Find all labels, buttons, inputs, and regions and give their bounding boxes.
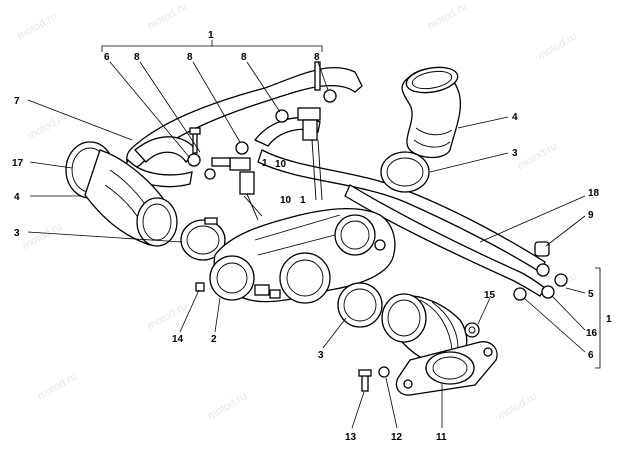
callout-13: 13 [345, 432, 357, 443]
callout-10-b: 10 [280, 195, 292, 206]
callout-9: 9 [588, 210, 594, 221]
fitting-assembly-center [187, 141, 263, 221]
fitting-assembly-right [275, 61, 337, 201]
callout-4-right: 4 [512, 112, 518, 123]
leader-lines [27, 61, 586, 429]
bracket-right [595, 267, 601, 369]
callout-6-right: 6 [588, 350, 594, 361]
callout-1-mid-b: 1 [300, 195, 306, 206]
callout-5: 5 [588, 289, 594, 300]
clamp-ring-lower [337, 282, 383, 328]
callout-11: 11 [436, 432, 447, 443]
callout-12: 12 [391, 432, 403, 443]
intake-elbow-upper-right [401, 66, 462, 159]
callout-2: 2 [211, 334, 217, 345]
callout-1-right: 1 [606, 314, 612, 325]
vacuum-hose-lower [344, 184, 546, 297]
intake-flange [395, 341, 498, 396]
watermark: motod.ru [16, 10, 60, 42]
callout-3-right: 3 [512, 148, 518, 159]
callout-3-bottom: 3 [318, 350, 324, 361]
watermark: motod.ru [536, 30, 580, 62]
throttle-body [209, 207, 396, 304]
callout-16: 16 [586, 328, 598, 339]
watermark: motod.ru [496, 390, 540, 422]
callout-1-mid-a: 1 [262, 158, 268, 169]
callout-10-a: 10 [275, 159, 287, 170]
watermark: motod.ru [146, 300, 190, 332]
watermark: motod.ru [36, 370, 80, 402]
callout-8-d: 8 [314, 52, 320, 63]
watermark: motod.ru [426, 0, 470, 32]
callout-7: 7 [14, 96, 20, 107]
callout-8-c: 8 [241, 52, 247, 63]
callout-6-top: 6 [104, 52, 110, 63]
callout-15: 15 [484, 290, 496, 301]
small-parts-lower [195, 282, 480, 392]
watermark: motod.ru [516, 140, 560, 172]
callout-18: 18 [588, 188, 600, 199]
watermark: motod.ru [206, 390, 250, 422]
watermark: motod.ru [146, 0, 190, 32]
right-caps [513, 241, 568, 301]
clamp-ring-upper-right [380, 151, 430, 193]
clamp-ring-left [180, 217, 226, 261]
callout-1-top: 1 [208, 30, 214, 41]
intake-boot-lower [381, 293, 468, 365]
watermark: motod.ru [26, 110, 70, 142]
callout-8-a: 8 [134, 52, 140, 63]
callout-17: 17 [12, 158, 24, 169]
callout-4-left: 4 [14, 192, 20, 203]
callout-14: 14 [172, 334, 184, 345]
breather-hose-upper [126, 67, 363, 168]
callout-8-b: 8 [187, 52, 193, 63]
bracket-top [101, 40, 323, 52]
screw-top-left [189, 127, 201, 154]
callout-3-left: 3 [14, 228, 20, 239]
watermark: motod.ru [21, 220, 65, 252]
callout-labels: 1 6 8 8 8 8 7 17 4 3 1 10 10 1 4 3 18 9 … [12, 30, 612, 443]
intake-elbow-left [65, 141, 178, 247]
